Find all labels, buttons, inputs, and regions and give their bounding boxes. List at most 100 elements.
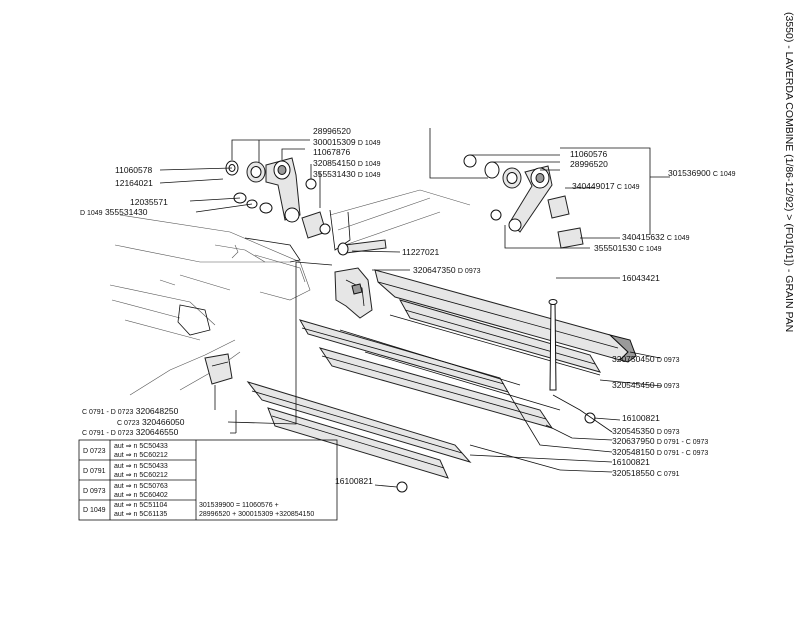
part-number: 320548150 — [612, 447, 655, 457]
model-code: C 0791 - D 0723 — [82, 409, 133, 416]
svg-text:355531430 D 1049: 355531430 D 1049 — [313, 169, 381, 179]
model-code: D 0791 — [83, 468, 106, 475]
model-code: D 0791 - C 0973 — [657, 450, 708, 457]
part-number: 12035571 — [130, 197, 168, 207]
cell-n: n — [134, 502, 138, 509]
label-left: C 0791 - D 0723 320648250 C 0723 3204660… — [82, 406, 185, 437]
lower-rail-320518550 — [246, 381, 472, 479]
model-code: C 1049 — [713, 171, 736, 178]
cell-aut: aut — [114, 452, 124, 459]
model-code: C 0791 - D 0723 — [82, 430, 133, 437]
svg-text:300015309 D 1049: 300015309 D 1049 — [313, 137, 381, 147]
cell-serial: 5C50433 — [139, 463, 168, 470]
part-number: 355531430 — [313, 169, 356, 179]
cell-aut: aut — [114, 472, 124, 479]
part-number: 320648250 — [136, 406, 179, 416]
cell-serial: 5C50763 — [139, 483, 168, 490]
svg-text:aut ⇒ n 5C50433: aut ⇒ n 5C50433 — [114, 463, 168, 470]
part-number: 320545450 — [612, 380, 655, 390]
cell-n: n — [134, 511, 138, 518]
model-code: D 0973 — [657, 383, 680, 390]
model-code: D 0973 — [83, 488, 106, 495]
part-number: 355501530 — [594, 243, 637, 253]
combine-frame-drawing — [109, 189, 471, 396]
part-number: 16100821 — [612, 457, 650, 467]
cell-serial: 5C61135 — [139, 511, 167, 518]
part-number: 16043421 — [622, 273, 660, 283]
nut-16100821-lower — [396, 481, 408, 493]
svg-text:aut ⇒ n 5C60212: aut ⇒ n 5C60212 — [114, 472, 168, 479]
cell-serial: 5C60212 — [139, 472, 168, 479]
svg-text:320637950 D 0791 - C 0973: 320637950 D 0791 - C 0973 — [612, 436, 708, 446]
part-number: 12164021 — [115, 178, 153, 188]
part-number: 11060578 — [115, 165, 152, 175]
serial-table: D 0723 aut ⇒ n 5C50433 aut ⇒ n 5C60212 D… — [78, 439, 338, 521]
label-bottom-nut: 16100821 — [335, 476, 373, 486]
model-code: D 0791 - C 0973 — [657, 439, 708, 446]
part-number: 11067876 — [313, 147, 350, 157]
svg-text:C 0723 320466050: C 0723 320466050 — [117, 417, 185, 427]
table-row: D 0791 aut ⇒ n 5C50433 aut ⇒ n 5C60212 — [83, 463, 168, 479]
svg-text:aut ⇒ n 5C60402: aut ⇒ n 5C60402 — [114, 492, 168, 499]
table-row: D 0723 aut ⇒ n 5C50433 aut ⇒ n 5C60212 — [83, 443, 168, 459]
hanger-bracket — [334, 267, 373, 319]
page-title: (3550) - LAVERDA COMBINE (1/86-12/92) > … — [783, 12, 795, 332]
svg-text:C 0791 - D 0723 320648250: C 0791 - D 0723 320648250 — [82, 406, 179, 416]
part-number: 11227021 — [402, 247, 439, 257]
svg-text:28996520: 28996520 — [313, 126, 351, 136]
label-left-group: 28996520 300015309 D 1049 11067876 32085… — [313, 126, 381, 179]
label-right: 320750450 D 0973 320545450 D 0973 161008… — [612, 354, 708, 478]
part-number: 320637950 — [612, 436, 655, 446]
label-center: 11227021 320647350 D 0973 16043421 — [402, 247, 660, 283]
part-number: 320646550 — [136, 427, 179, 437]
cell-n: n — [134, 443, 138, 450]
cell-aut: aut — [114, 502, 124, 509]
cell-serial: 5C50433 — [139, 443, 168, 450]
table-row: D 1049 aut ⇒ n 5C51104 aut ⇒ n 5C61135 — [83, 502, 167, 518]
svg-text:320548150 D 0791 - C 0973: 320548150 D 0791 - C 0973 — [612, 447, 708, 457]
svg-text:301536900 C 1049: 301536900 C 1049 — [668, 168, 736, 178]
svg-text:aut ⇒ n 5C50763: aut ⇒ n 5C50763 — [114, 483, 168, 490]
part-number: 28996520 — [313, 126, 351, 136]
table-row: D 0973 aut ⇒ n 5C50763 aut ⇒ n 5C60402 — [83, 483, 168, 499]
svg-text:320854150 D 1049: 320854150 D 1049 — [313, 158, 381, 168]
model-code: C 1049 — [639, 246, 662, 253]
part-number: 340449017 — [572, 181, 615, 191]
svg-text:aut ⇒ n 5C50433: aut ⇒ n 5C50433 — [114, 443, 168, 450]
cell-aut: aut — [114, 483, 124, 490]
model-code: D 1049 — [358, 161, 381, 168]
svg-text:C 0791 - D 0723 320646550: C 0791 - D 0723 320646550 — [82, 427, 179, 437]
svg-text:340415632 C 1049: 340415632 C 1049 — [622, 232, 690, 242]
small-bracket-left — [204, 353, 233, 385]
part-number: 320750450 — [612, 354, 655, 364]
cell-n: n — [134, 483, 138, 490]
svg-text:11067876: 11067876 — [313, 147, 350, 157]
svg-text:aut ⇒ n 5C51104: aut ⇒ n 5C51104 — [114, 502, 167, 509]
cell-serial: 5C60212 — [139, 452, 168, 459]
slat-bars — [339, 314, 601, 471]
right-crank-assembly — [463, 154, 584, 249]
model-code: C 0791 — [657, 471, 680, 478]
label-left-side: 11060578 12164021 12035571 D 1049 355531… — [80, 165, 168, 217]
svg-text:aut ⇒ n 5C60212: aut ⇒ n 5C60212 — [114, 452, 168, 459]
model-code: C 0723 — [117, 420, 140, 427]
part-number: 355531430 — [105, 207, 148, 217]
part-number: 16100821 — [622, 413, 660, 423]
model-code: D 0723 — [83, 448, 106, 455]
model-code: D 1049 — [358, 140, 381, 147]
model-code: C 1049 — [667, 235, 690, 242]
part-number: 320647350 — [413, 265, 456, 275]
table-note: 301539900 = 11060576 + — [199, 502, 279, 509]
svg-text:aut ⇒ n 5C61135: aut ⇒ n 5C61135 — [114, 511, 167, 518]
part-number: 300015309 — [313, 137, 356, 147]
cell-n: n — [134, 463, 138, 470]
svg-text:320750450 D 0973: 320750450 D 0973 — [612, 354, 680, 364]
model-code: D 0973 — [657, 357, 680, 364]
svg-text:320518550 C 0791: 320518550 C 0791 — [612, 468, 680, 478]
part-number: 320545350 — [612, 426, 655, 436]
cell-n: n — [134, 452, 138, 459]
cell-serial: 5C60402 — [139, 492, 168, 499]
svg-text:320545450 D 0973: 320545450 D 0973 — [612, 380, 680, 390]
part-number: 320854150 — [313, 158, 356, 168]
